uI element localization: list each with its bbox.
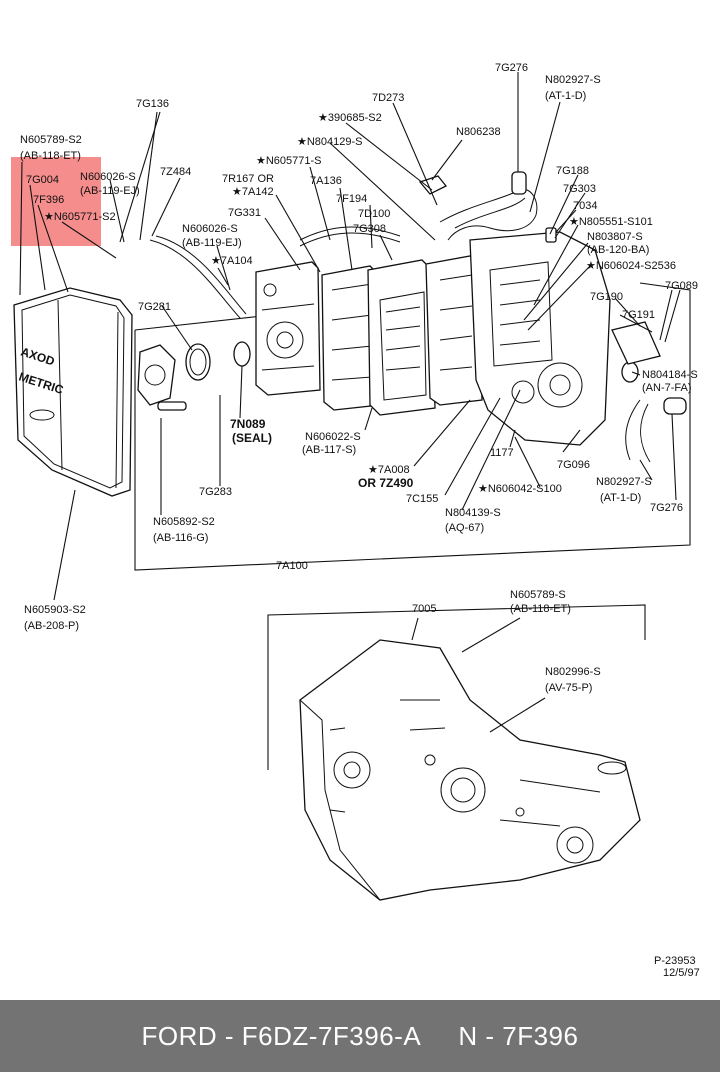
label-7G276a: 7G276	[495, 62, 528, 74]
label-7N089: 7N089	[230, 417, 266, 431]
wiring-harness-top	[418, 171, 557, 243]
footer-bar: FORD - F6DZ-7F396-A N - 7F396	[0, 1000, 720, 1072]
label-7G331: 7G331	[228, 207, 261, 219]
label-7F194: 7F194	[336, 193, 367, 205]
label-N804139: N804139-S	[445, 507, 501, 519]
label-N806238: N806238	[456, 126, 501, 138]
label-N606042: ★N606042-S100	[478, 483, 562, 495]
label-N605789a: N605789-S2	[20, 134, 82, 146]
label-7F396: 7F396	[33, 194, 64, 206]
label-7005: 7005	[412, 603, 436, 615]
label-7G308: 7G308	[353, 223, 386, 235]
label-AB118a: (AB-118-ET)	[20, 150, 81, 162]
label-AB208: (AB-208-P)	[24, 620, 79, 632]
label-N804184: N804184-S	[642, 369, 698, 381]
label-7R167: 7R167 OR	[222, 173, 274, 185]
part-labels: 7G276 N802927-S (AT-1-D) 7D273 7G136 ★39…	[20, 62, 700, 979]
label-SEAL: (SEAL)	[232, 431, 272, 445]
label-7G303: 7G303	[563, 183, 596, 195]
label-AB116: (AB-116-G)	[153, 532, 208, 544]
label-N606026b: N606026-S	[182, 223, 238, 235]
label-AB117: (AB-117-S)	[302, 444, 356, 456]
label-AQ67: (AQ-67)	[445, 522, 484, 534]
label-7A100: 7A100	[276, 560, 308, 572]
label-7G136: 7G136	[136, 98, 169, 110]
footer-part-number: FORD - F6DZ-7F396-A N - 7F396	[141, 1020, 579, 1051]
label-N606022: N606022-S	[305, 431, 361, 443]
label-N605892: N605892-S2	[153, 516, 215, 528]
label-AV75: (AV-75-P)	[545, 682, 592, 694]
label-N805551: ★N805551-S101	[569, 216, 653, 228]
label-AB119b: (AB-119-EJ)	[182, 237, 242, 249]
label-7A142: ★7A142	[232, 186, 274, 198]
label-7G188: 7G188	[556, 165, 589, 177]
label-7C155: 7C155	[406, 493, 438, 505]
label-N802927a: N802927-S	[545, 74, 601, 86]
label-7034: 7034	[573, 200, 597, 212]
label-N605771a: ★N605771-S2	[44, 211, 116, 223]
leader-lines	[19, 72, 681, 733]
label-N605789b: N605789-S	[510, 589, 566, 601]
label-7Z484: 7Z484	[160, 166, 191, 178]
label-N606026a: N606026-S	[80, 171, 136, 183]
label-390685: ★390685-S2	[318, 112, 382, 124]
label-date: 12/5/97	[663, 967, 700, 979]
label-7A008: ★7A008	[368, 464, 410, 476]
assembly-outline	[134, 282, 691, 571]
label-P23953: P-23953	[654, 955, 696, 967]
label-7G089: 7G089	[665, 280, 698, 292]
label-7G283: 7G283	[199, 486, 232, 498]
label-N803807: N803807-S	[587, 231, 643, 243]
label-AT1Db: (AT-1-D)	[600, 492, 641, 504]
label-7G191: 7G191	[622, 309, 655, 321]
highlight-box	[11, 157, 101, 246]
label-7G190: 7G190	[590, 291, 623, 303]
label-1177: 1177	[490, 447, 514, 459]
label-AT1Da: (AT-1-D)	[545, 90, 586, 102]
label-7G096: 7G096	[557, 459, 590, 471]
oil-tubes	[149, 226, 401, 319]
label-N605771b: ★N605771-S	[256, 155, 322, 167]
valve-body	[255, 261, 321, 396]
label-AB118b: (AB-118-ET)	[510, 603, 571, 615]
label-7D100: 7D100	[358, 208, 390, 220]
valve-plate	[425, 255, 483, 406]
label-7G281: 7G281	[138, 301, 171, 313]
label-N802996: N802996-S	[545, 666, 601, 678]
separator-plate-2	[367, 259, 436, 416]
label-AB119a: (AB-119-EJ)	[80, 185, 140, 197]
label-7G004: 7G004	[26, 174, 59, 186]
wiring-harness-right	[611, 321, 687, 463]
oil-pan: AXOD METRIC	[13, 287, 133, 497]
label-N804129: ★N804129-S	[297, 136, 363, 148]
transmission-case	[299, 639, 641, 901]
label-N606024: ★N606024-S2536	[586, 260, 676, 272]
exploded-transmission-diagram: AXOD METRIC	[11, 62, 700, 979]
label-7A104: ★7A104	[211, 255, 253, 267]
label-7Z490: OR 7Z490	[358, 476, 414, 490]
label-N605903: N605903-S2	[24, 604, 86, 616]
label-N802927b: N802927-S	[596, 476, 652, 488]
label-7D273: 7D273	[372, 92, 404, 104]
label-7A136: 7A136	[310, 175, 342, 187]
case-cover	[469, 231, 611, 446]
label-AN7: (AN-7-FA)	[642, 382, 692, 394]
label-AB120: (AB-120-BA)	[587, 244, 649, 256]
label-7G276b: 7G276	[650, 502, 683, 514]
filter-assembly	[137, 341, 251, 411]
case-bracket	[267, 604, 646, 770]
